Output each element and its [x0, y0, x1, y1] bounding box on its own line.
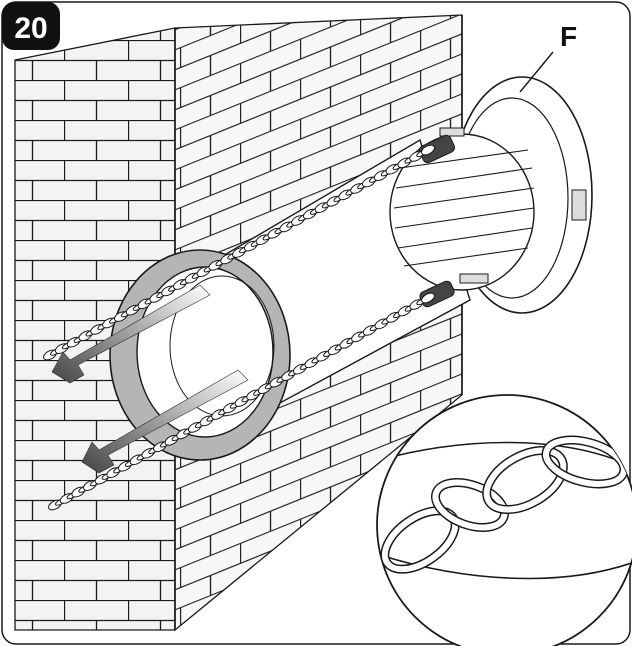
chain-link-large-highlight — [543, 437, 627, 487]
chain-link-large-highlight — [432, 479, 508, 531]
grille-clip-top — [439, 127, 465, 137]
step-number: 20 — [14, 12, 47, 45]
pull-chain-lower — [48, 292, 435, 511]
vent-grille — [389, 76, 593, 314]
pull-arrow-lower — [81, 369, 249, 474]
pull-arrow-upper — [51, 284, 211, 384]
grille-latch — [571, 189, 587, 221]
chain-link — [421, 292, 435, 304]
chain-detail-magnifier — [376, 394, 632, 646]
step-badge: 20 — [2, 2, 60, 50]
chain-link — [421, 144, 435, 156]
pull-chain-upper — [43, 144, 435, 361]
callout-f: F — [519, 21, 577, 93]
chain-link-large-highlight — [483, 447, 567, 513]
grille-clip-bottom — [459, 273, 489, 284]
callout-label: F — [560, 21, 577, 52]
grille-louvers — [393, 149, 535, 267]
